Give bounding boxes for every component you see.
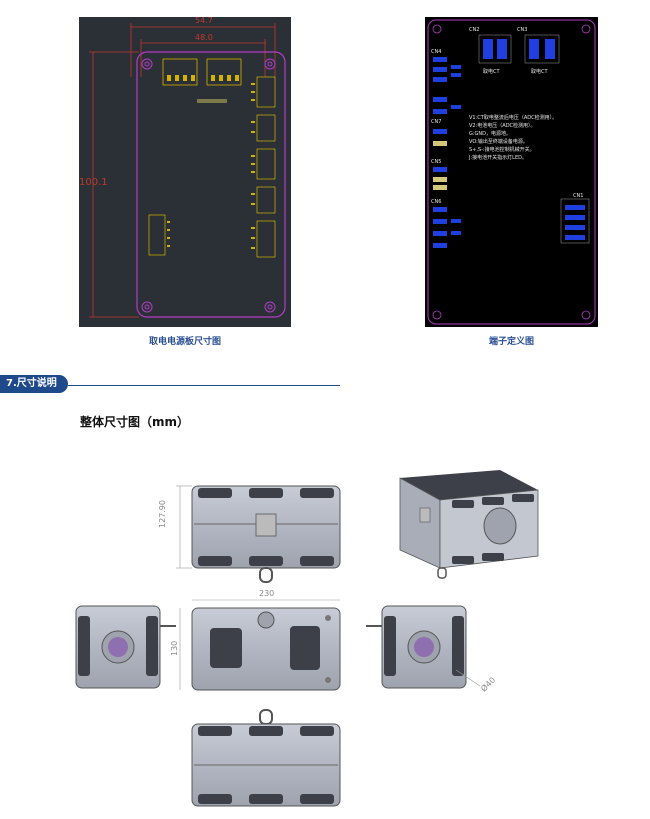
pcb-dimension-drawing: 54.7 48.0 100.1 xyxy=(79,16,291,327)
front-view xyxy=(176,485,341,583)
enclosure-dimension-drawings xyxy=(75,470,539,807)
pin-note-1: V2:电池电压（ADC检测用）。 xyxy=(469,122,536,129)
pcb-width-inner-label: 48.0 xyxy=(195,33,213,42)
pin-label-ct-2: 取电CT xyxy=(531,68,548,75)
pin-label-cn3: CN3 xyxy=(517,27,527,33)
left-side-view xyxy=(75,605,176,689)
pin-label-ct-1: 取电CT xyxy=(483,68,500,75)
pcb-caption: 取电电源板尺寸图 xyxy=(148,337,221,347)
pin-definition-drawing: V1:CT取电整流后电压（ADC检测用）。 V2:电池电压（ADC检测用）。 G… xyxy=(425,17,598,327)
pin-note-2: G:GND，电源地。 xyxy=(469,130,511,137)
pin-caption: 端子定义图 xyxy=(488,337,534,347)
pin-note-3: VO:输出至终端设备电源。 xyxy=(469,138,528,145)
pin-label-cn1: CN1 xyxy=(573,193,583,199)
pin-label-cn6: CN6 xyxy=(431,199,441,205)
pin-label-cn2: CN2 xyxy=(469,27,479,33)
dimension-heading: 整体尺寸图（mm） xyxy=(80,415,190,429)
pin-drawing-svg: V1:CT取电整流后电压（ADC检测用）。 V2:电池电压（ADC检测用）。 G… xyxy=(427,19,596,325)
pcb-width-outer-label: 54.7 xyxy=(195,16,213,25)
section-divider xyxy=(68,385,340,386)
depth-dimension-label: 130 xyxy=(170,640,179,656)
pin-label-cn4: CN4 xyxy=(431,49,441,55)
pin-label-cn7: CN7 xyxy=(431,119,441,125)
isometric-view xyxy=(399,470,539,579)
pin-note-0: V1:CT取电整流后电压（ADC检测用）。 xyxy=(469,114,557,121)
pin-note-5: J:接电池开关指示灯LED。 xyxy=(468,154,527,161)
pin-note-4: S+,S-:接电池控制机械开关。 xyxy=(469,146,535,153)
right-side-view xyxy=(366,605,481,689)
pcb-height-label: 100.1 xyxy=(79,177,108,188)
height-dimension-label: 127.90 xyxy=(158,500,167,528)
width-dimension-label: 230 xyxy=(259,589,275,598)
pcb-drawing-svg xyxy=(89,23,286,318)
top-view xyxy=(179,599,341,691)
pin-label-cn5: CN5 xyxy=(431,159,441,165)
bottom-view xyxy=(191,709,341,807)
section-title: 7.尺寸说明 xyxy=(0,375,68,393)
